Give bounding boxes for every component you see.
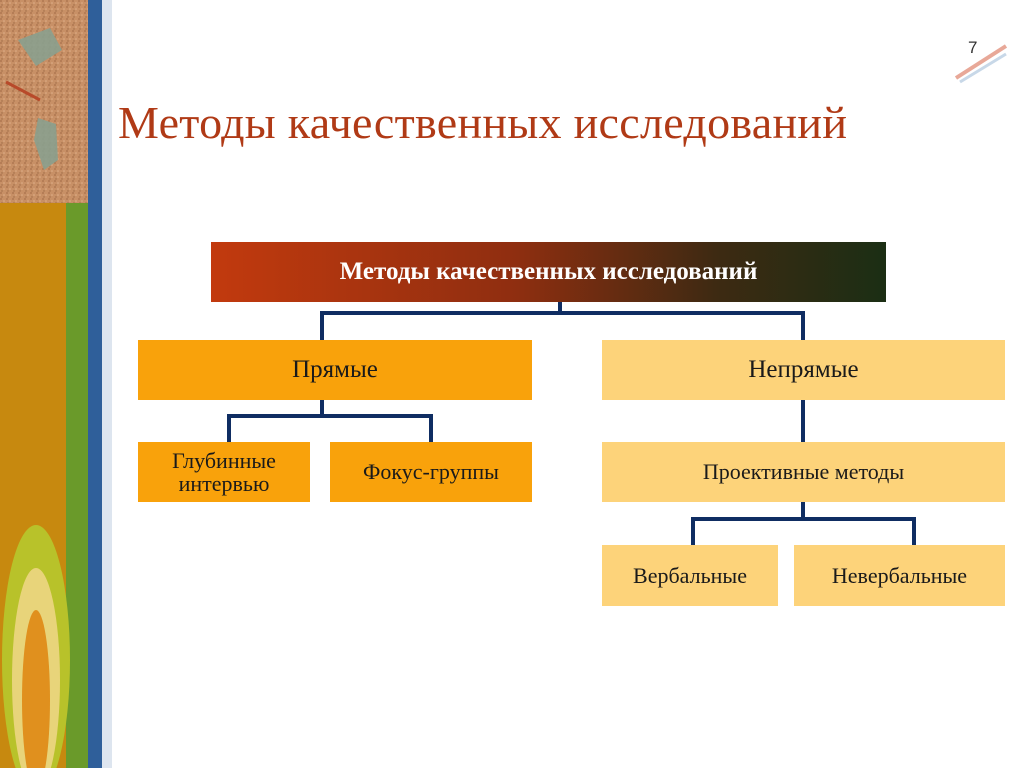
- indirect-methods-node: Непрямые: [602, 340, 1005, 400]
- direct-methods-label: Прямые: [292, 355, 378, 383]
- slide-number: 7: [968, 38, 978, 57]
- corner-decoration: [954, 44, 1008, 84]
- direct-methods-node: Прямые: [138, 340, 532, 400]
- focus-groups-node: Фокус-группы: [330, 442, 532, 502]
- indirect-methods-label: Непрямые: [748, 355, 859, 383]
- left-decorative-strip: [0, 0, 112, 768]
- projective-methods-label: Проективные методы: [702, 459, 905, 485]
- nonverbal-label: Невербальные: [831, 562, 968, 588]
- root-node: Методы качественных исследований: [211, 242, 886, 302]
- verbal-label: Вербальные: [633, 562, 747, 588]
- slide-title: Методы качественных исследований: [118, 97, 848, 148]
- verbal-node: Вербальные: [602, 545, 778, 606]
- nonverbal-node: Невербальные: [794, 545, 1005, 606]
- projective-methods-node: Проективные методы: [602, 442, 1005, 502]
- in-depth-interviews-label: Глубинные интервью: [172, 447, 276, 496]
- root-node-label: Методы качественных исследований: [339, 257, 758, 285]
- focus-groups-label: Фокус-группы: [363, 459, 499, 485]
- in-depth-interviews-node: Глубинные интервью: [138, 442, 310, 502]
